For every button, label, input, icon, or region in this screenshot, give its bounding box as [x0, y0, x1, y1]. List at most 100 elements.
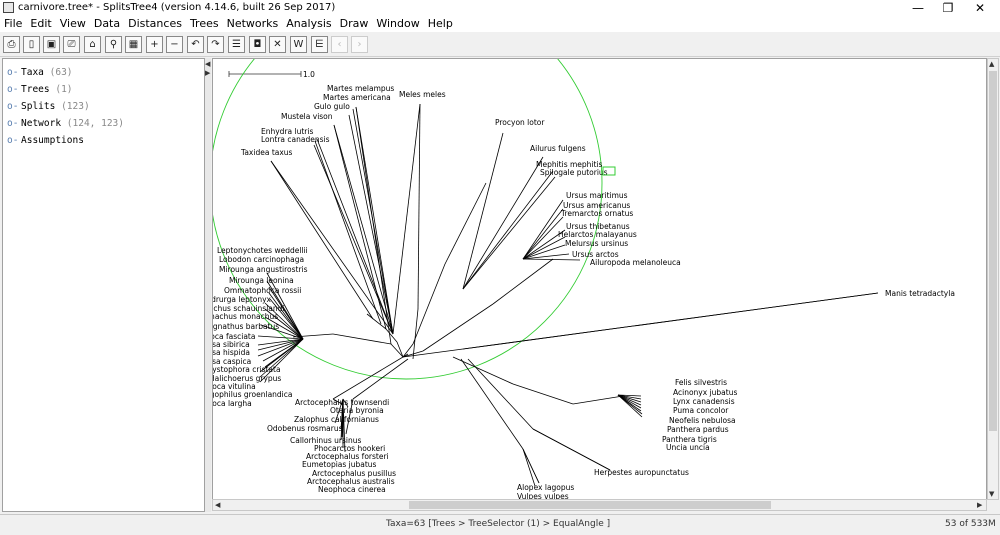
taxon-label[interactable]: Martes americana	[323, 93, 391, 102]
open-file-icon[interactable]: ⎙	[3, 36, 20, 53]
taxon-label[interactable]: Leptonychotes weddellii	[217, 246, 308, 255]
taxon-label[interactable]: Uncia uncia	[666, 443, 710, 452]
taxon-label[interactable]: Lynx canadensis	[673, 397, 735, 406]
menu-help[interactable]: Help	[427, 17, 453, 30]
taxon-label[interactable]: Phoca vitulina	[213, 382, 256, 391]
menu-trees[interactable]: Trees	[189, 17, 219, 30]
taxon-label[interactable]: Eumetopias jubatus	[302, 460, 377, 469]
network-icon[interactable]: ✕	[269, 36, 286, 53]
taxon-label[interactable]: Arctocephalus townsendi	[295, 398, 389, 407]
taxon-label[interactable]: Ailuropoda melanoleuca	[590, 258, 681, 267]
taxon-label[interactable]: Taxidea taxus	[240, 148, 293, 157]
menu-view[interactable]: View	[59, 17, 86, 30]
taxon-label[interactable]: Ursus arctos	[572, 250, 619, 259]
taxon-label[interactable]: Ursus thibetanus	[566, 222, 630, 231]
back-icon[interactable]: ‹	[331, 36, 348, 53]
menu-window[interactable]: Window	[376, 17, 420, 30]
taxon-label[interactable]: Tremarctos ornatus	[560, 209, 633, 218]
taxon-label[interactable]: Herpestes auropunctatus	[594, 468, 689, 477]
expand-icon[interactable]: o-	[7, 118, 19, 129]
horizontal-scroll-thumb[interactable]	[409, 501, 771, 509]
menu-data[interactable]: Data	[93, 17, 121, 30]
taxon-label[interactable]: Pagophilus groenlandica	[213, 390, 293, 399]
taxon-label[interactable]: Panthera tigris	[662, 435, 717, 444]
taxon-label[interactable]: Monachus monachus	[213, 312, 278, 321]
find-icon[interactable]: ⚲	[105, 36, 122, 53]
scroll-right-icon[interactable]: ▶	[977, 501, 983, 509]
taxon-label[interactable]: Acinonyx jubatus	[673, 388, 737, 397]
splits-icon[interactable]: W	[290, 36, 307, 53]
taxon-label[interactable]: Mustela vison	[281, 112, 333, 121]
taxon-label[interactable]: Otaria byronia	[330, 406, 384, 415]
expand-icon[interactable]: o-	[7, 84, 19, 95]
zoom-in-icon[interactable]: +	[146, 36, 163, 53]
taxon-label[interactable]: Ursus maritimus	[566, 191, 628, 200]
taxon-label[interactable]: Hydrurga leptonyx	[213, 295, 272, 304]
scroll-down-icon[interactable]: ▼	[989, 490, 995, 498]
taxon-label[interactable]: Alopex lagopus	[517, 483, 574, 492]
taxon-label[interactable]: Halichoerus grypus	[213, 374, 281, 383]
format-icon[interactable]: ☰	[228, 36, 245, 53]
taxon-label[interactable]: Callorhinus ursinus	[290, 436, 362, 445]
node-selection-marker[interactable]	[602, 166, 616, 176]
taxon-label[interactable]: Manis tetradactyla	[885, 289, 955, 298]
tree-node-assumptions[interactable]: o-Assumptions	[7, 135, 84, 146]
taxon-label[interactable]: Pusa sibirica	[213, 340, 250, 349]
taxon-label[interactable]: Arctocephalus forsteri	[306, 452, 389, 461]
taxon-label[interactable]: Odobenus rosmarus	[267, 424, 343, 433]
taxon-label[interactable]: Melursus ursinus	[565, 239, 628, 248]
expand-icon[interactable]: o-	[7, 135, 19, 146]
taxon-label[interactable]: Ursus americanus	[563, 201, 630, 210]
taxon-label[interactable]: Neophoca cinerea	[318, 485, 386, 494]
horizontal-scrollbar[interactable]: ◀ ▶	[212, 499, 987, 511]
taxon-label[interactable]: Puma concolor	[673, 406, 729, 415]
taxon-label[interactable]: Lontra canadensis	[261, 135, 330, 144]
close-button[interactable]: ✕	[974, 1, 986, 15]
taxon-label[interactable]: Ommatophoca rossii	[224, 286, 301, 295]
taxon-label[interactable]: Pusa caspica	[213, 357, 251, 366]
scroll-left-icon[interactable]: ◀	[215, 501, 221, 509]
split-pane-divider[interactable]: ◀ ▶	[205, 58, 211, 512]
minimize-button[interactable]: —	[912, 1, 924, 15]
maximize-button[interactable]: ❐	[942, 1, 954, 15]
taxon-label[interactable]: Mirounga angustirostris	[219, 265, 308, 274]
taxon-label[interactable]: Helarctos malayanus	[558, 230, 637, 239]
taxon-label[interactable]: Phoca largha	[213, 399, 252, 408]
taxon-label[interactable]: Cystophora cristata	[213, 365, 281, 374]
zoom-out-icon[interactable]: −	[166, 36, 183, 53]
taxon-label[interactable]: Felis silvestris	[675, 378, 727, 387]
taxon-label[interactable]: Ailurus fulgens	[530, 144, 586, 153]
menu-edit[interactable]: Edit	[30, 17, 52, 30]
tree-node-network[interactable]: o-Network (124, 123)	[7, 118, 124, 129]
taxon-label[interactable]: Lobodon carcinophaga	[219, 255, 304, 264]
print-icon[interactable]: ⎚	[63, 36, 80, 53]
menu-analysis[interactable]: Analysis	[286, 17, 332, 30]
taxon-label[interactable]: Gulo gulo	[314, 102, 350, 111]
taxon-label[interactable]: Arctocephalus pusillus	[312, 469, 396, 478]
rotate-right-icon[interactable]: ↷	[207, 36, 224, 53]
vertical-scrollbar[interactable]: ▲ ▼	[987, 58, 999, 500]
taxon-label[interactable]: Procyon lotor	[495, 118, 545, 127]
expand-icon[interactable]: o-	[7, 101, 19, 112]
taxon-label[interactable]: Spilogale putorius	[540, 168, 608, 177]
rotate-left-icon[interactable]: ↶	[187, 36, 204, 53]
taxon-label[interactable]: Neofelis nebulosa	[669, 416, 736, 425]
menu-file[interactable]: File	[4, 17, 23, 30]
taxon-label[interactable]: Zalophus californianus	[294, 415, 379, 424]
taxon-label[interactable]: Mirounga leonina	[229, 276, 294, 285]
menu-draw[interactable]: Draw	[339, 17, 369, 30]
collapse-left-icon[interactable]: ◀	[205, 60, 211, 68]
taxon-label[interactable]: Martes melampus	[327, 84, 394, 93]
taxon-label[interactable]: Vulpes vulpes	[517, 492, 569, 499]
taxon-label[interactable]: Meles meles	[399, 90, 446, 99]
equal-angle-icon[interactable]: ⋿	[311, 36, 328, 53]
select-icon[interactable]: ▦	[125, 36, 142, 53]
taxon-label[interactable]: Erignathus barbatus	[213, 322, 279, 331]
expand-right-icon[interactable]: ▶	[205, 69, 211, 77]
taxon-label[interactable]: Phoca fasciata	[213, 332, 255, 341]
tree-node-taxa[interactable]: o-Taxa (63)	[7, 67, 73, 78]
expand-icon[interactable]: o-	[7, 67, 19, 78]
taxon-label[interactable]: Panthera pardus	[667, 425, 729, 434]
